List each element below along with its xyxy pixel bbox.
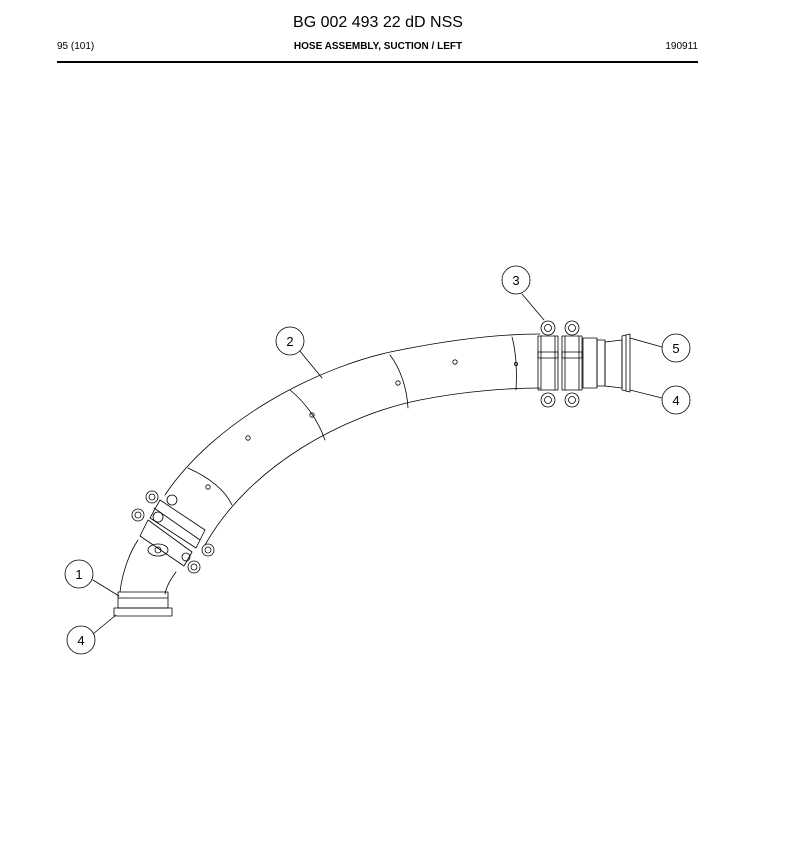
callout-4a: 4 (661, 385, 691, 415)
callout-3-leader (521, 293, 545, 321)
document-number: BG 002 493 22 dD NSS (293, 14, 463, 31)
callout-1-label: 1 (75, 567, 82, 582)
callout-2-leader (298, 349, 323, 379)
callout-1: 1 (64, 559, 94, 589)
right-clamps (537, 320, 583, 408)
right-coupling (582, 333, 631, 393)
callout-4a-leader (629, 389, 663, 399)
callout-1-leader (92, 579, 120, 597)
callout-3-label: 3 (512, 273, 519, 288)
callout-4b-leader (92, 614, 117, 635)
callout-4b-label: 4 (77, 633, 84, 648)
callout-2: 2 (275, 326, 305, 356)
left-elbow (113, 539, 177, 617)
suction-hose (164, 333, 541, 546)
page-counter: 95 (101) (57, 41, 95, 52)
left-clamps (131, 490, 215, 574)
callout-5-leader (629, 337, 663, 348)
callout-5-label: 5 (672, 341, 679, 356)
callout-4b: 4 (66, 625, 96, 655)
callout-2-label: 2 (286, 334, 293, 349)
callout-3: 3 (501, 265, 531, 295)
date-code: 190911 (665, 41, 698, 52)
header-divider (57, 61, 698, 63)
callout-5: 5 (661, 333, 691, 363)
callout-4a-label: 4 (672, 393, 679, 408)
page-title: HOSE ASSEMBLY, SUCTION / LEFT (293, 41, 463, 52)
